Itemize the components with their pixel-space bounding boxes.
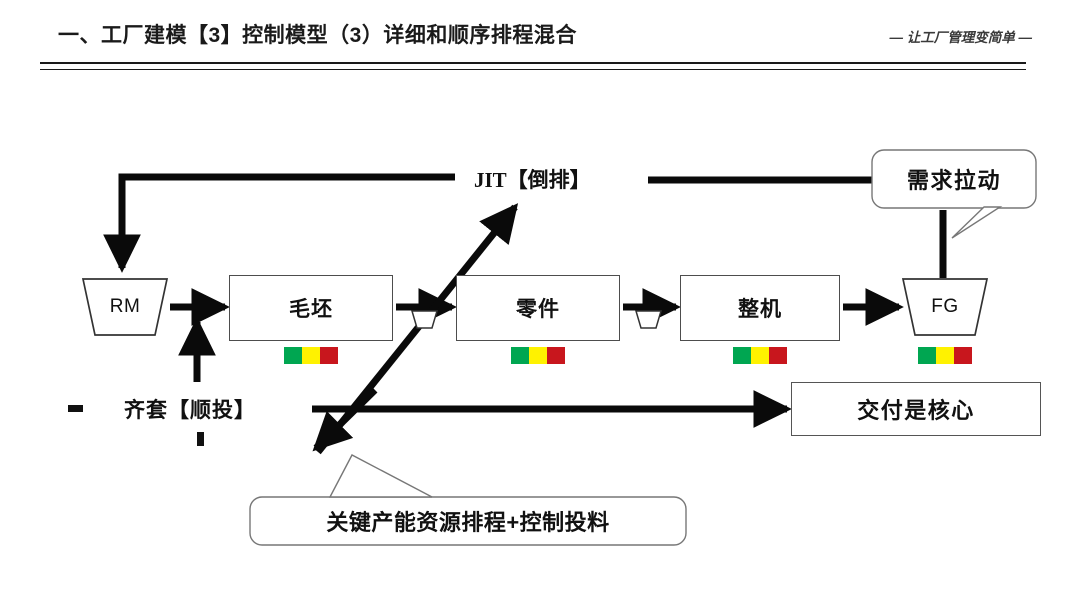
- delivery-core-box[interactable]: 交付是核心: [791, 382, 1041, 436]
- status-yellow: [751, 347, 769, 364]
- process-box-lingjian[interactable]: 零件: [456, 275, 620, 341]
- status-yellow: [302, 347, 320, 364]
- status-yellow: [529, 347, 547, 364]
- key-capacity-callout[interactable]: [249, 454, 687, 546]
- status-green: [511, 347, 529, 364]
- buffer-triangle-icon-1: [410, 310, 439, 329]
- header-tagline: — 让工厂管理变简单 —: [889, 30, 1032, 45]
- status-red: [320, 347, 338, 364]
- status-green: [284, 347, 302, 364]
- page-title: 一、工厂建模【3】控制模型（3）详细和顺序排程混合: [58, 24, 577, 47]
- raw-material-store-label[interactable]: RM: [109, 296, 141, 317]
- dash-marker-left: [68, 405, 83, 412]
- label-qitao: 齐套【顺投】: [124, 399, 256, 422]
- status-green: [918, 347, 936, 364]
- process-box-maopi[interactable]: 毛坯: [229, 275, 393, 341]
- status-red: [954, 347, 972, 364]
- status-yellow: [936, 347, 954, 364]
- raw-material-store-shape: [81, 278, 169, 336]
- status-badge-maopi: [284, 347, 338, 364]
- demand-pull-callout[interactable]: [871, 149, 1037, 239]
- status-red: [769, 347, 787, 364]
- header-divider: [40, 62, 1026, 70]
- tick-marker-below-qitao: [197, 432, 204, 446]
- status-badge-fg: [918, 347, 972, 364]
- buffer-triangle-icon-2: [634, 310, 663, 329]
- feedback-elbow-arrow: [103, 173, 455, 273]
- finished-goods-store-shape: [901, 278, 989, 336]
- status-badge-zhengji: [733, 347, 787, 364]
- status-red: [547, 347, 565, 364]
- arrow-diagonal-to-callout: [312, 387, 378, 452]
- finished-goods-store-label[interactable]: FG: [931, 296, 959, 317]
- status-green: [733, 347, 751, 364]
- process-box-zhengji[interactable]: 整机: [680, 275, 840, 341]
- status-badge-lingjian: [511, 347, 565, 364]
- label-jit: JIT【倒排】: [474, 168, 591, 192]
